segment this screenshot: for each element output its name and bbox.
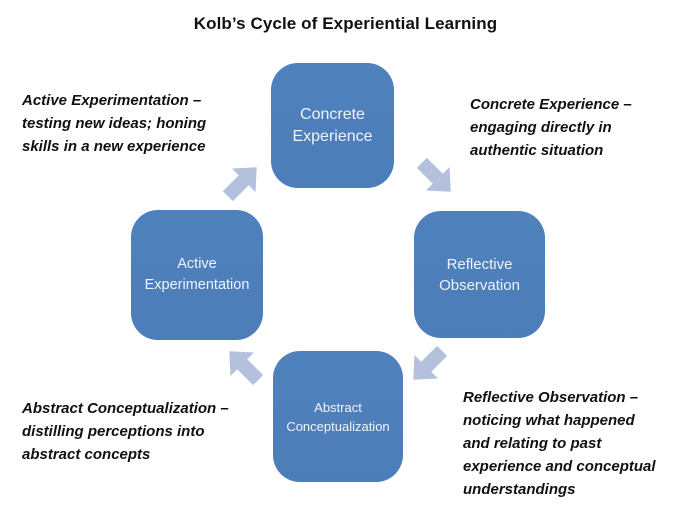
diagram-title: Kolb’s Cycle of Experiential Learning	[193, 14, 498, 33]
annotation-line: Concrete Experience –	[470, 96, 632, 113]
annotation-line: distilling perceptions into	[22, 423, 205, 440]
block-arrow-icon	[413, 345, 448, 380]
arrow-concrete-to-reflective	[401, 142, 472, 213]
annotation-line: engaging directly in	[470, 119, 612, 136]
block-arrow-icon	[416, 157, 451, 192]
annotation-abstract-conceptualization: Abstract Conceptualization – distilling …	[22, 397, 264, 466]
annotation-line: Abstract Conceptualization –	[22, 400, 229, 417]
annotation-concrete-experience: Concrete Experience – engaging directly …	[470, 93, 688, 162]
stage-label: Reflective Observation	[439, 255, 520, 294]
annotation-line: skills in a new experience	[22, 138, 206, 155]
block-arrow-icon	[229, 351, 264, 386]
annotation-line: Active Experimentation –	[22, 92, 202, 109]
stage-abstract-conceptualization: Abstract Conceptualization	[273, 351, 403, 482]
stage-label: Active Experimentation	[144, 256, 250, 293]
arrow-abstract-to-active	[209, 331, 280, 402]
stage-label: Abstract Conceptualization	[286, 399, 390, 434]
arrow-active-to-concrete	[207, 147, 278, 218]
annotation-line: noticing what happened	[463, 412, 635, 429]
annotation-line: experience and conceptual	[463, 458, 656, 475]
stage-active-experimentation: Active Experimentation	[131, 210, 263, 340]
stage-reflective-observation: Reflective Observation	[414, 211, 545, 338]
arrow-reflective-to-abstract	[393, 330, 464, 401]
annotation-reflective-observation: Reflective Observation – noticing what h…	[463, 386, 689, 501]
block-arrow-icon	[222, 167, 257, 202]
annotation-line: authentic situation	[470, 142, 604, 159]
annotation-line: Reflective Observation –	[463, 389, 639, 406]
stage-concrete-experience: Concrete Experience	[271, 63, 394, 188]
annotation-line: testing new ideas; honing	[22, 115, 207, 132]
annotation-line: understandings	[463, 481, 576, 498]
annotation-active-experimentation: Active Experimentation – testing new ide…	[22, 89, 257, 158]
annotation-line: and relating to past	[463, 435, 602, 452]
annotation-line: abstract concepts	[22, 446, 151, 463]
stage-label: Concrete Experience	[292, 105, 373, 145]
